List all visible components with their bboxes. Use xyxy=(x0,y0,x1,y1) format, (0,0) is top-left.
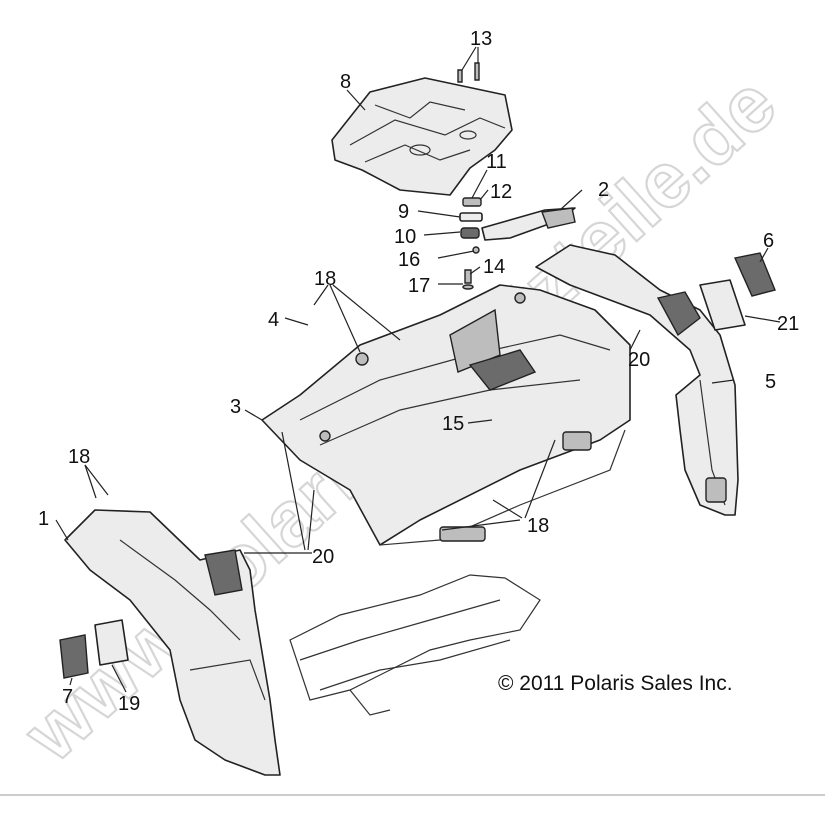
callout-10: 10 xyxy=(394,226,416,248)
callout-20-center: 20 xyxy=(312,546,334,568)
callout-11: 11 xyxy=(486,151,507,173)
callout-14: 14 xyxy=(483,256,505,278)
leader-lines xyxy=(55,46,781,693)
frame-structure xyxy=(289,574,541,716)
callout-18-left: 18 xyxy=(68,446,90,468)
callout-4: 4 xyxy=(268,309,279,331)
hardware-latch-group xyxy=(457,62,483,290)
part-19-pad xyxy=(94,619,129,666)
callout-2: 2 xyxy=(598,179,609,201)
callout-3: 3 xyxy=(230,396,241,418)
callout-13: 13 xyxy=(470,28,492,50)
callout-21: 21 xyxy=(777,313,799,335)
part-8-top-panel xyxy=(331,77,513,196)
callout-15: 15 xyxy=(442,413,464,435)
callout-19: 19 xyxy=(118,693,140,715)
callout-12: 12 xyxy=(490,181,512,203)
callout-17: 17 xyxy=(408,275,430,297)
callout-20-right: 20 xyxy=(628,349,650,371)
callout-8: 8 xyxy=(340,71,351,93)
part-7-grille xyxy=(59,634,89,679)
part-2-cover xyxy=(481,207,576,241)
callout-9: 9 xyxy=(398,201,409,223)
callout-labels: 1 2 3 4 5 6 7 8 9 10 11 12 13 14 15 16 1… xyxy=(38,28,799,715)
callout-18-bottom: 18 xyxy=(527,515,549,537)
part-6-grille xyxy=(734,252,776,297)
callout-6: 6 xyxy=(763,230,774,252)
callout-7: 7 xyxy=(62,686,73,708)
callout-16: 16 xyxy=(398,249,420,271)
part-3-cargo-box xyxy=(261,284,631,546)
part-5-right-panel xyxy=(535,244,739,516)
part-1-left-panel xyxy=(64,509,281,776)
callout-5: 5 xyxy=(765,371,776,393)
copyright-text: © 2011 Polaris Sales Inc. xyxy=(498,672,733,695)
callout-18-top: 18 xyxy=(314,268,336,290)
part-21-pad xyxy=(699,279,746,331)
callout-1: 1 xyxy=(38,508,49,530)
